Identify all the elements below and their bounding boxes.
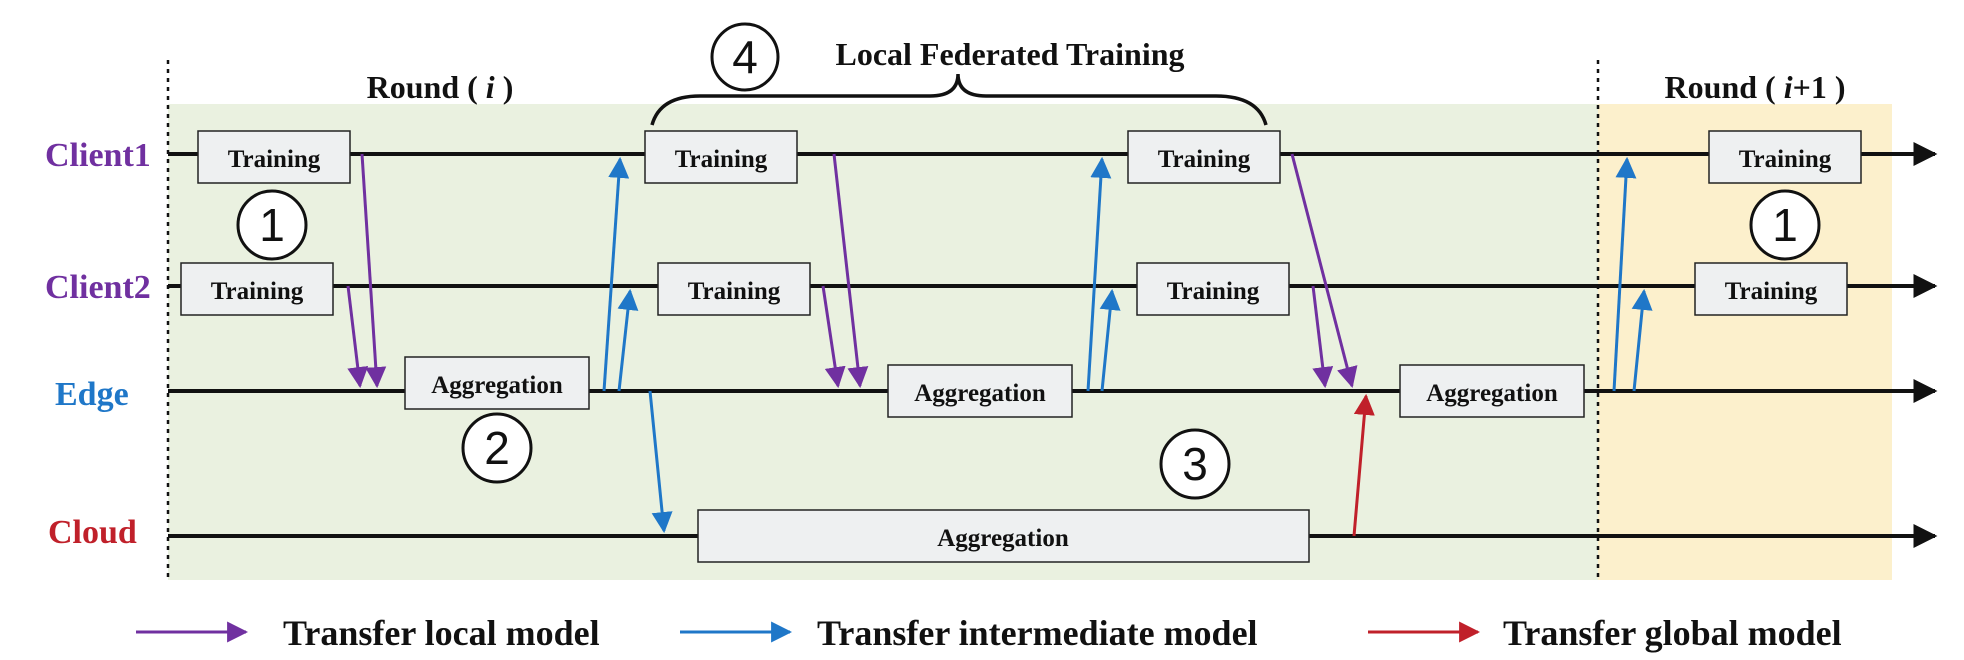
round-i-label: Round ( i )	[367, 69, 514, 105]
intermediate-model-arrow	[617, 288, 639, 392]
local-model-arrow	[821, 285, 846, 389]
svg-text:Aggregation: Aggregation	[937, 525, 1069, 552]
client2-training-box: Training	[1694, 262, 1848, 316]
svg-text:Training: Training	[211, 278, 304, 305]
local-model-arrow	[1311, 285, 1334, 389]
client2-training-box: Training	[180, 262, 334, 316]
round-i-plus-1-label: Round ( i+1 )	[1665, 69, 1846, 105]
lane-label-edge: Edge	[55, 376, 129, 413]
step-1-number: 1	[1772, 199, 1798, 251]
step-3-number: 3	[1182, 438, 1208, 490]
intermediate-model-arrow	[648, 390, 673, 534]
svg-text:Aggregation: Aggregation	[431, 372, 563, 399]
cloud-aggregation-box: Aggregation	[697, 509, 1310, 563]
local-model-arrow	[1290, 153, 1358, 389]
local-model-arrow	[346, 285, 369, 389]
intermediate-model-arrow	[1086, 156, 1112, 392]
legend-intermediate-label: Transfer intermediate model	[817, 613, 1258, 653]
client2-training-box: Training	[1136, 262, 1290, 316]
local-federated-training-label: Local Federated Training	[835, 36, 1184, 72]
svg-text:Training: Training	[688, 278, 781, 305]
round-i-background	[168, 104, 1598, 580]
intermediate-model-arrow	[602, 156, 630, 392]
lane-label-client2: Client2	[45, 269, 151, 306]
step-1-circle	[236, 189, 308, 261]
svg-text:Training: Training	[1739, 146, 1832, 173]
svg-text:Training: Training	[1167, 278, 1260, 305]
client1-training-box: Training	[197, 130, 351, 184]
svg-text:Training: Training	[1725, 278, 1818, 305]
client1-training-box: Training	[1127, 130, 1281, 184]
step-1-circle	[1749, 189, 1821, 261]
edge-aggregation-box: Aggregation	[404, 356, 590, 410]
step-4-circle	[710, 22, 780, 92]
client1-training-box: Training	[644, 130, 798, 184]
svg-text:Training: Training	[1158, 146, 1251, 173]
legend-global-label: Transfer global model	[1503, 613, 1842, 653]
intermediate-model-arrow	[1099, 288, 1121, 392]
local-training-brace	[650, 73, 1268, 126]
svg-text:Training: Training	[675, 146, 768, 173]
intermediate-model-arrow	[1612, 156, 1637, 392]
step-2-circle	[461, 412, 533, 484]
svg-text:Aggregation: Aggregation	[1426, 380, 1558, 407]
svg-text:Training: Training	[228, 146, 321, 173]
edge-aggregation-box: Aggregation	[887, 364, 1073, 418]
global-model-arrow	[1352, 393, 1375, 537]
local-model-arrow	[832, 153, 869, 389]
client1-training-box: Training	[1708, 130, 1862, 184]
svg-text:Aggregation: Aggregation	[914, 380, 1046, 407]
local-model-arrow	[360, 153, 387, 389]
legend-local-label: Transfer local model	[283, 613, 600, 653]
client2-training-box: Training	[657, 262, 811, 316]
step-4-number: 4	[732, 31, 758, 83]
intermediate-model-arrow	[1631, 288, 1653, 392]
step-1-number: 1	[259, 199, 285, 251]
lane-label-cloud: Cloud	[48, 514, 137, 551]
lane-label-client1: Client1	[45, 137, 151, 174]
legend: Transfer local model Transfer intermedia…	[136, 613, 1842, 653]
step-3-circle	[1159, 428, 1231, 500]
edge-aggregation-box: Aggregation	[1399, 364, 1585, 418]
step-2-number: 2	[484, 422, 510, 474]
